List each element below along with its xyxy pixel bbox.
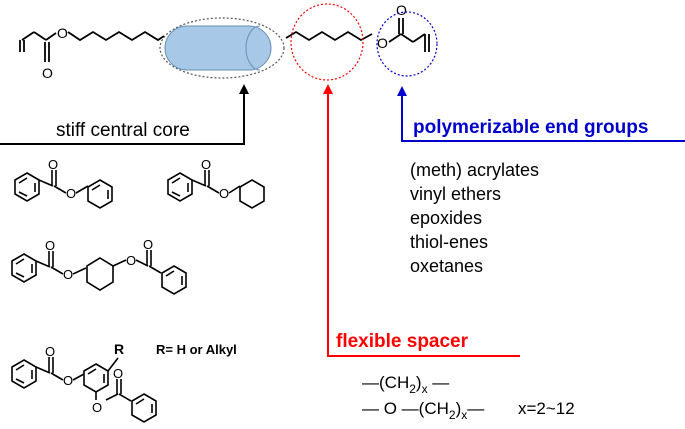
spacer-label: flexible spacer — [336, 331, 469, 352]
ester-oxygen-right: O — [377, 35, 388, 51]
end-groups-label: polymerizable end groups — [413, 117, 648, 138]
spacer-arrowhead — [323, 84, 333, 94]
end-group-item: epoxides — [410, 208, 482, 228]
core-structure-cyclohexyl-benzoate — [167, 170, 265, 209]
carbonyl-oxygen-right: O — [396, 2, 407, 18]
oxygen-atom: O — [201, 157, 211, 172]
core-circle — [159, 17, 285, 79]
oxygen-atom: O — [66, 186, 76, 201]
r-atom-label: R — [114, 341, 124, 357]
oxygen-atom: O — [48, 157, 58, 172]
oxygen-atom: O — [63, 373, 73, 388]
oxygen-atom: O — [45, 344, 55, 359]
end-groups-arrowhead — [397, 86, 407, 96]
oxygen-atom: O — [63, 267, 73, 282]
ester-oxygen-left: O — [57, 25, 68, 41]
oxygen-atom: O — [143, 237, 153, 252]
end-group-item: oxetanes — [410, 256, 483, 276]
spacer-formula-alkyl: —(CH2)x — — [362, 373, 449, 396]
core-callout-line — [0, 92, 245, 145]
right-acrylate — [388, 18, 430, 52]
spacer-formula-ether: — O —(CH2)x— — [362, 399, 484, 422]
mesogen-core-edge — [245, 25, 261, 71]
oxygen-atom: O — [126, 253, 136, 268]
end-group-item: thiol-enes — [410, 232, 488, 252]
end-group-list: (meth) acrylates vinyl ethers epoxides t… — [410, 160, 539, 276]
oxygen-atom: O — [45, 238, 55, 253]
spacer-circle — [290, 3, 364, 81]
core-structure-phenyl-benzoate — [14, 170, 113, 209]
r-group-definition: R= H or Alkyl — [156, 342, 237, 357]
end-groups-callout-line — [401, 94, 685, 142]
core-arrowhead — [239, 84, 249, 94]
monomer-schematic — [19, 30, 165, 62]
core-label: stiff central core — [56, 120, 190, 141]
oxygen-atom: O — [219, 186, 229, 201]
oxygen-atom: O — [113, 366, 123, 381]
right-spacer-chain — [285, 30, 373, 42]
core-oxygen-labels: O O O O O O O O O O O O — [45, 157, 229, 415]
spacer-range: x=2~12 — [518, 399, 575, 418]
end-group-item: vinyl ethers — [410, 184, 501, 204]
oxygen-atom: O — [92, 400, 102, 415]
core-structure-hydroquinone-dibenzoate — [11, 357, 157, 423]
carbonyl-oxygen-left: O — [42, 65, 53, 81]
end-group-item: (meth) acrylates — [410, 160, 539, 180]
end-group-circle — [376, 11, 438, 77]
mesogen-core — [164, 25, 272, 71]
core-structure-cyclohexane-dibenzoate — [11, 250, 187, 295]
spacer-callout-line — [327, 92, 520, 357]
